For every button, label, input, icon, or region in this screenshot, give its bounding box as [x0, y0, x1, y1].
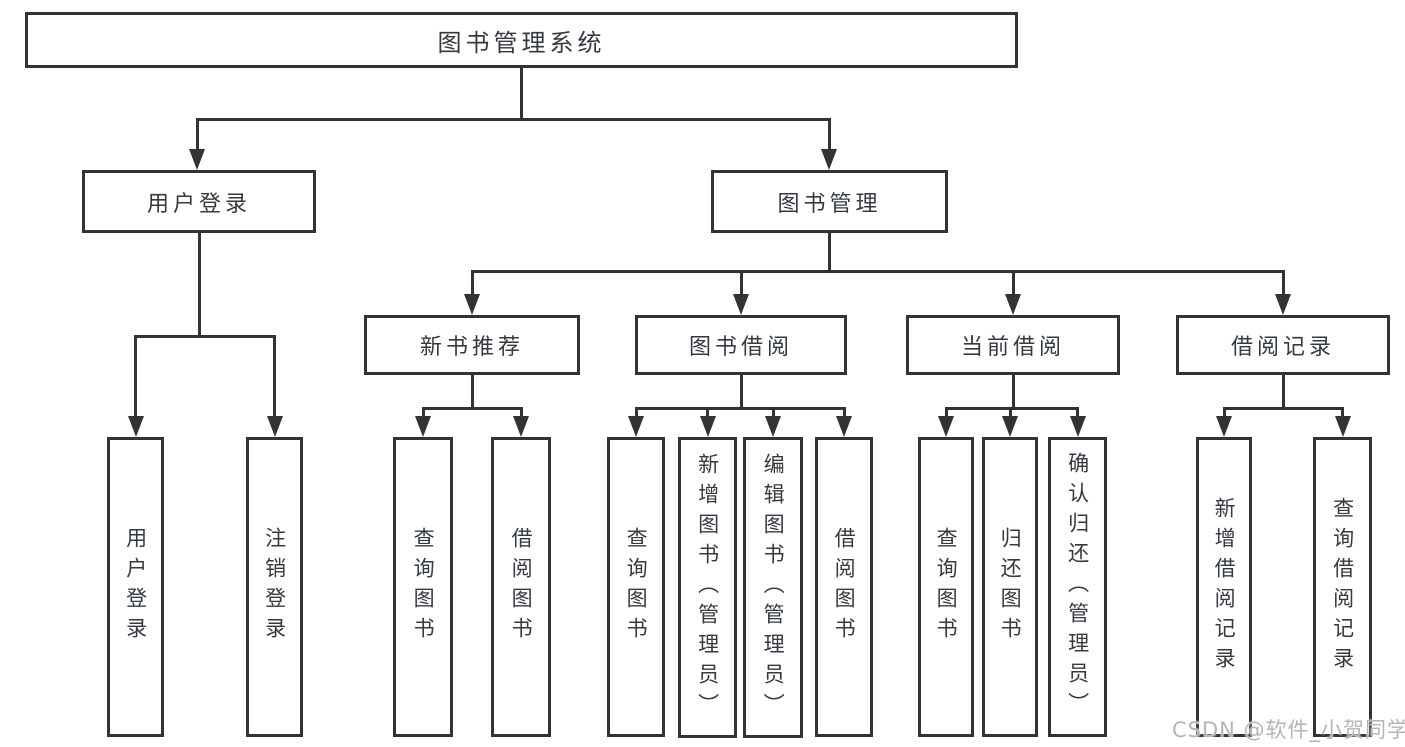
leaf-logout-login-label: 注销登录 [262, 527, 287, 647]
leaf-user-login: 用户登录 [107, 437, 164, 737]
connector-line [1222, 407, 1226, 419]
connector-line [1011, 270, 1015, 297]
connector-line [827, 118, 831, 152]
leaf-query-book-2-label: 查询图书 [624, 527, 649, 647]
connector-line [273, 336, 276, 419]
node-book-management: 图书管理 [711, 170, 948, 233]
node-book-borrow-label: 图书借阅 [688, 335, 793, 360]
connector-line [1281, 270, 1285, 297]
leaf-borrow-book-2: 借阅图书 [815, 437, 873, 737]
node-user-login-label: 用户登录 [146, 191, 251, 217]
arrow-down-icon [836, 416, 852, 437]
connector-line [739, 375, 743, 409]
connector-line [842, 407, 846, 419]
arrow-down-icon [1334, 416, 1351, 437]
connector-line [519, 407, 523, 419]
arrow-down-icon [765, 416, 781, 437]
node-user-login: 用户登录 [82, 170, 316, 233]
node-borrow-records: 借阅记录 [1176, 315, 1390, 375]
leaf-user-login-label: 用户登录 [123, 527, 148, 647]
connector-line [828, 233, 831, 272]
connector-line [195, 118, 199, 152]
connector-line [1008, 407, 1012, 419]
arrow-down-icon [415, 416, 431, 437]
node-book-borrow: 图书借阅 [635, 315, 847, 375]
arrow-down-icon [733, 294, 749, 315]
connector-line [706, 407, 709, 419]
connector-line [520, 68, 523, 120]
connector-line [470, 375, 474, 409]
arrow-down-icon [1005, 294, 1021, 315]
leaf-return-book-label: 归还图书 [998, 527, 1023, 647]
leaf-query-book-3: 查询图书 [918, 437, 974, 737]
connector-line [134, 336, 137, 419]
leaf-query-borrow-record: 查询借阅记录 [1313, 437, 1372, 737]
connector-line [421, 407, 425, 419]
leaf-query-borrow-record-label: 查询借阅记录 [1330, 497, 1355, 677]
leaf-return-book: 归还图书 [982, 437, 1038, 737]
connector-line [1222, 406, 1344, 410]
connector-line [771, 407, 775, 419]
connector-line [470, 270, 474, 297]
node-current-borrow-label: 当前借阅 [960, 335, 1065, 360]
arrow-down-icon [821, 149, 837, 170]
connector-line [197, 233, 201, 337]
connector-line [944, 407, 948, 419]
leaf-borrow-book-1-label: 借阅图书 [509, 527, 534, 647]
connector-line [195, 117, 831, 121]
leaf-logout-login: 注销登录 [246, 437, 303, 737]
node-new-book-recommend-label: 新书推荐 [419, 335, 524, 360]
node-new-book-recommend: 新书推荐 [364, 315, 580, 375]
connector-line [1011, 375, 1015, 409]
arrow-down-icon [464, 294, 480, 315]
connector-line [470, 269, 1285, 273]
leaf-query-book-1: 查询图书 [393, 437, 453, 737]
leaf-confirm-return-admin-label: 确认归还（管理员） [1065, 452, 1090, 722]
leaf-query-book-1-label: 查询图书 [411, 527, 436, 647]
arrow-down-icon [628, 416, 644, 437]
leaf-edit-book-admin-label: 编辑图书（管理员） [761, 452, 786, 723]
arrow-down-icon [189, 149, 205, 170]
arrow-down-icon [699, 416, 716, 437]
leaf-add-borrow-record-label: 新增借阅记录 [1212, 497, 1237, 677]
connector-line [1281, 375, 1285, 409]
arrow-down-icon [1275, 294, 1291, 315]
connector-line [1341, 407, 1344, 419]
connector-line [944, 406, 1079, 410]
leaf-query-book-2: 查询图书 [607, 437, 665, 737]
node-current-borrow: 当前借阅 [906, 315, 1120, 375]
node-root: 图书管理系统 [25, 12, 1018, 68]
connector-line [634, 407, 638, 419]
leaf-borrow-book-1: 借阅图书 [491, 437, 551, 737]
arrow-down-icon [513, 416, 529, 437]
leaf-add-borrow-record: 新增借阅记录 [1196, 437, 1252, 737]
connector-line [421, 406, 523, 410]
node-book-management-label: 图书管理 [777, 191, 882, 217]
connector-line [634, 406, 846, 410]
arrow-down-icon [1069, 416, 1086, 437]
leaf-edit-book-admin: 编辑图书（管理员） [743, 437, 803, 738]
arrow-down-icon [938, 416, 954, 437]
watermark: CSDN @软件_小贺同学 [1172, 718, 1405, 742]
leaf-confirm-return-admin: 确认归还（管理员） [1048, 437, 1107, 737]
connector-line [739, 270, 743, 297]
node-borrow-records-label: 借阅记录 [1230, 335, 1335, 360]
node-root-label: 图书管理系统 [437, 28, 606, 57]
arrow-down-icon [1216, 416, 1232, 437]
arrow-down-icon [1002, 416, 1018, 437]
leaf-add-book-admin-label: 新增图书（管理员） [695, 452, 720, 723]
leaf-borrow-book-2-label: 借阅图书 [832, 527, 857, 647]
leaf-add-book-admin: 新增图书（管理员） [678, 437, 737, 738]
connector-line [1076, 407, 1079, 419]
connector-line [134, 334, 276, 338]
leaf-query-book-3-label: 查询图书 [934, 527, 959, 647]
arrow-down-icon [127, 416, 144, 437]
arrow-down-icon [266, 416, 283, 437]
